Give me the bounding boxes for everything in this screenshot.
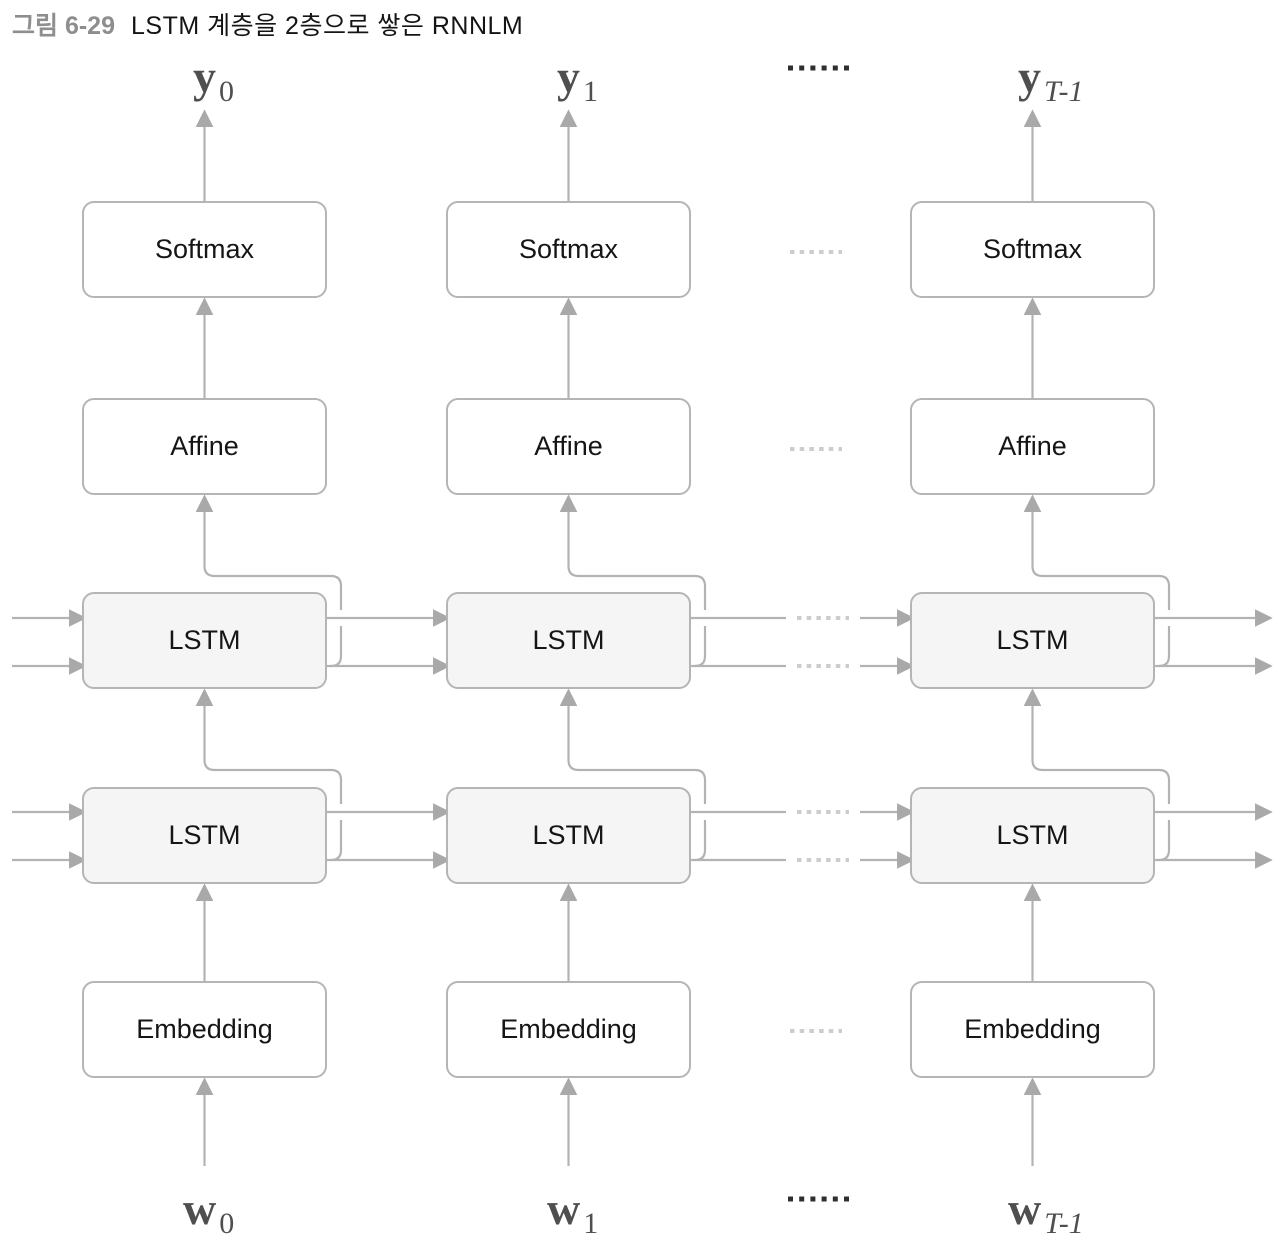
- input-label-sub: T-1: [1044, 1207, 1084, 1240]
- branch-lstm-top-h-tT-a: [1158, 626, 1171, 668]
- embedding-box-t0: Embedding: [82, 981, 327, 1078]
- figure-title: 그림 6-29 LSTM 계층을 2층으로 쌓은 RNNLM: [12, 6, 523, 42]
- output-label-sub: 0: [219, 75, 234, 108]
- figure-number: 그림 6-29: [12, 12, 115, 40]
- softmax-box-t0: Softmax: [82, 201, 327, 298]
- lstm-bottom-box-t0: LSTM: [82, 787, 327, 884]
- affine-box-t0: Affine: [82, 398, 327, 495]
- lstm-top-box-t0: LSTM: [82, 592, 327, 689]
- lstm-top-row-state-wires: [12, 609, 1273, 675]
- branch-lstm-bottom-h-t0-a: [330, 820, 343, 862]
- lstm-bottom-row-state-wires: [12, 803, 1273, 869]
- figure-caption: LSTM 계층을 2층으로 쌓은 RNNLM: [130, 12, 524, 40]
- branch-lstm-bottom-to-lstm-top-t0: [195, 688, 343, 804]
- row-ellipsis-dots: [788, 65, 850, 1202]
- branch-lstm-top-to-affine-t1: [559, 494, 707, 610]
- output-label-base: y: [557, 51, 580, 102]
- lstm-bottom-box-tT: LSTM: [910, 787, 1155, 884]
- branch-lstm-bottom-h-tT-a: [1158, 820, 1171, 862]
- output-label-sub: 1: [583, 75, 598, 108]
- lstm-bottom-box-t1: LSTM: [446, 787, 691, 884]
- input-label-sub: 0: [219, 1207, 235, 1240]
- lstm-top-box-tT: LSTM: [910, 592, 1155, 689]
- branch-lstm-top-h-t0-a: [330, 626, 343, 668]
- branch-lstm-bottom-to-lstm-top-t1: [559, 688, 707, 804]
- branch-lstm-bottom-h-t1-a: [694, 820, 707, 862]
- output-label-base: y: [193, 51, 216, 102]
- branch-lstm-top-h-t1-a: [694, 626, 707, 668]
- softmax-box-tT: Softmax: [910, 201, 1155, 298]
- embedding-box-tT: Embedding: [910, 981, 1155, 1078]
- lstm-top-box-t1: LSTM: [446, 592, 691, 689]
- branch-lstm-top-to-affine-t0: [195, 494, 343, 610]
- affine-box-t1: Affine: [446, 398, 691, 495]
- branch-lstm-bottom-to-lstm-top-tT: [1023, 688, 1171, 804]
- input-label-base: w: [1008, 1183, 1042, 1234]
- input-label-sub: 1: [583, 1207, 599, 1240]
- input-label-base: w: [183, 1183, 217, 1234]
- softmax-box-t1: Softmax: [446, 201, 691, 298]
- output-label-sub: T-1: [1044, 75, 1084, 108]
- output-label-base: y: [1018, 51, 1041, 102]
- affine-box-tT: Affine: [910, 398, 1155, 495]
- embedding-box-t1: Embedding: [446, 981, 691, 1078]
- branch-lstm-top-to-affine-tT: [1023, 494, 1171, 610]
- input-label-base: w: [547, 1183, 581, 1234]
